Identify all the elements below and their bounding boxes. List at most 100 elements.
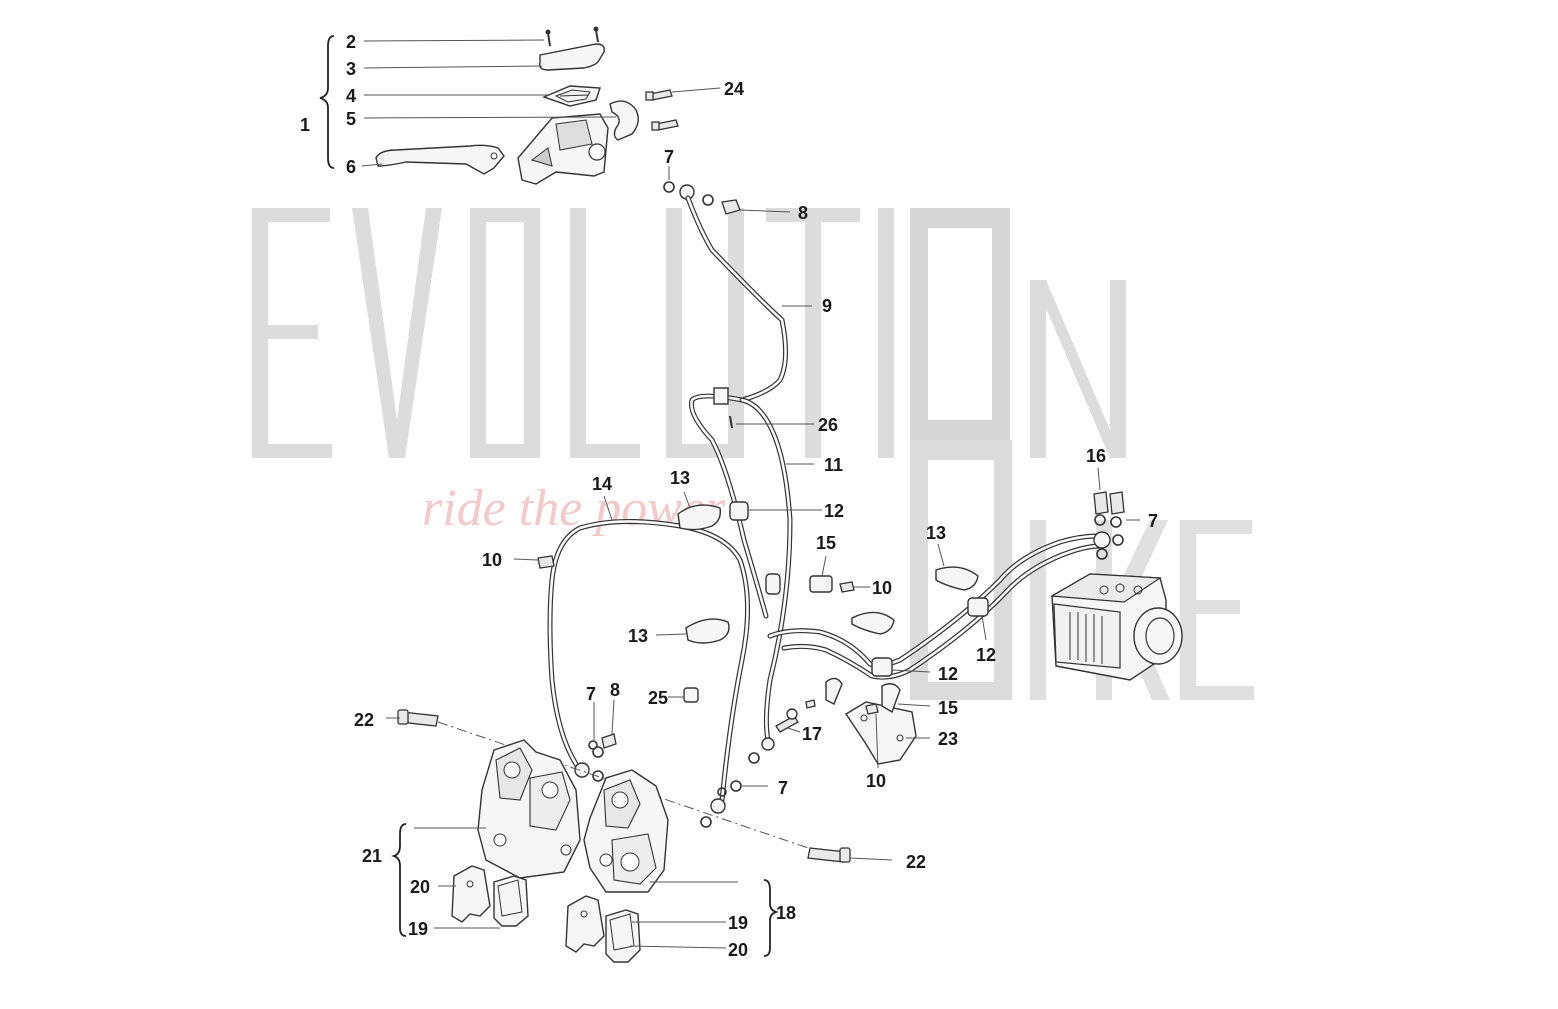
diaphragm <box>542 85 601 107</box>
brake-hose-14 <box>547 518 751 803</box>
leader-16 <box>1097 467 1101 491</box>
brace-item-1 <box>319 35 335 169</box>
callout-2: 2 <box>346 32 356 52</box>
callout-17: 17 <box>802 724 822 744</box>
clamp-half <box>609 100 639 141</box>
master-cylinder-group <box>319 26 721 185</box>
banjo-hose-11 <box>761 737 775 751</box>
hose-clip-13-right <box>935 566 979 591</box>
leader-12-right <box>981 615 987 641</box>
callout-8-top: 8 <box>798 203 808 223</box>
bolt-16-b <box>1109 491 1125 515</box>
callout-19-right: 19 <box>728 913 748 933</box>
banjo-right-caliper <box>710 798 726 814</box>
banjo-bolt-8-lower <box>601 733 617 749</box>
callout-10-lower: 10 <box>866 771 886 791</box>
callout-11: 11 <box>824 455 843 475</box>
caliper-fittings <box>574 699 775 828</box>
banjo-left-caliper <box>574 762 590 778</box>
callout-1: 1 <box>300 115 310 135</box>
leader-15-lower <box>897 703 931 707</box>
pad-20-left <box>451 865 491 923</box>
grommet-hose-11 <box>765 573 781 595</box>
leader-6 <box>361 163 383 167</box>
callout-3: 3 <box>346 59 356 79</box>
leader-14 <box>603 495 613 521</box>
callout-7-abs: 7 <box>1148 511 1158 531</box>
screw-small <box>805 699 816 709</box>
leader-2 <box>363 39 545 42</box>
brace-item-21 <box>391 823 407 937</box>
hose-junction <box>713 387 729 405</box>
cover-screws <box>545 26 599 47</box>
callout-10-mid: 10 <box>872 578 892 598</box>
callout-15-lower: 15 <box>938 698 958 718</box>
callout-10-left: 10 <box>482 550 502 570</box>
pad-19-left <box>493 875 529 927</box>
callout-16: 16 <box>1086 446 1106 466</box>
junction-block-15 <box>809 575 833 593</box>
leader-13-top <box>683 491 691 509</box>
bolt-10-bracket <box>865 703 879 715</box>
callout-13-top: 13 <box>670 468 690 488</box>
callout-20-left: 20 <box>410 877 430 897</box>
brace-item-18 <box>763 879 779 957</box>
brake-calipers <box>386 709 893 957</box>
callout-25: 25 <box>648 688 668 708</box>
bolt-10-left <box>537 555 555 569</box>
callout-5: 5 <box>346 109 356 129</box>
callout-22-left: 22 <box>354 710 374 730</box>
bracket-23 <box>845 701 917 765</box>
grommet-12-lower <box>871 657 893 677</box>
leader-20-right <box>629 945 727 949</box>
callout-12-right: 12 <box>976 645 996 665</box>
reservoir-cover <box>538 43 606 71</box>
hose-clip-13-lower <box>851 611 895 635</box>
abs-modulator-unit <box>1050 573 1183 681</box>
caliper-left <box>477 739 581 879</box>
callout-4: 4 <box>346 86 356 106</box>
bolt-17 <box>775 715 799 733</box>
leader-24 <box>671 87 721 93</box>
grommet-12-top <box>729 501 749 521</box>
leader-8-lower <box>611 699 615 735</box>
callout-14: 14 <box>592 474 612 494</box>
bolt-10-mid <box>839 581 855 593</box>
callout-13-mid: 13 <box>628 626 648 646</box>
upper-hose-group <box>663 166 814 743</box>
master-cylinder-body <box>517 113 609 185</box>
callout-23: 23 <box>938 729 958 749</box>
callout-6: 6 <box>346 157 356 177</box>
bolt-16-a <box>1093 491 1109 515</box>
callout-7-caliper: 7 <box>586 684 596 704</box>
callout-numbers: 1 2 3 4 5 6 7 8 9 24 26 11 13 12 14 10 1… <box>300 32 1158 960</box>
callout-9: 9 <box>822 296 832 316</box>
leader-10-left <box>513 558 539 561</box>
callout-7-bottom: 7 <box>778 778 788 798</box>
hose-clip-13-top <box>677 504 722 531</box>
leader-5 <box>363 116 617 119</box>
callout-19-left: 19 <box>408 919 428 939</box>
grommet-12-right <box>967 597 989 617</box>
callout-18: 18 <box>776 903 796 923</box>
abs-banjo <box>1093 531 1111 549</box>
callout-26: 26 <box>818 415 838 435</box>
leader-12-lower <box>891 669 931 673</box>
hose-14-group <box>513 491 822 803</box>
callout-24: 24 <box>724 79 744 99</box>
callout-7-top: 7 <box>664 147 674 167</box>
washer-7-top <box>663 181 675 193</box>
clamp-15-b <box>881 683 901 714</box>
abs-bracket-group <box>668 677 931 769</box>
leader-17 <box>787 727 801 733</box>
callout-13-right: 13 <box>926 523 946 543</box>
callout-21: 21 <box>362 846 382 866</box>
brake-hose-11b <box>739 397 793 743</box>
leader-13-right <box>937 543 945 567</box>
leader-10-lower <box>875 713 879 769</box>
leader-3 <box>363 65 543 69</box>
watermark-brand-evolution <box>252 208 1126 458</box>
callout-22-right: 22 <box>906 852 926 872</box>
pad-20-right <box>565 895 605 953</box>
